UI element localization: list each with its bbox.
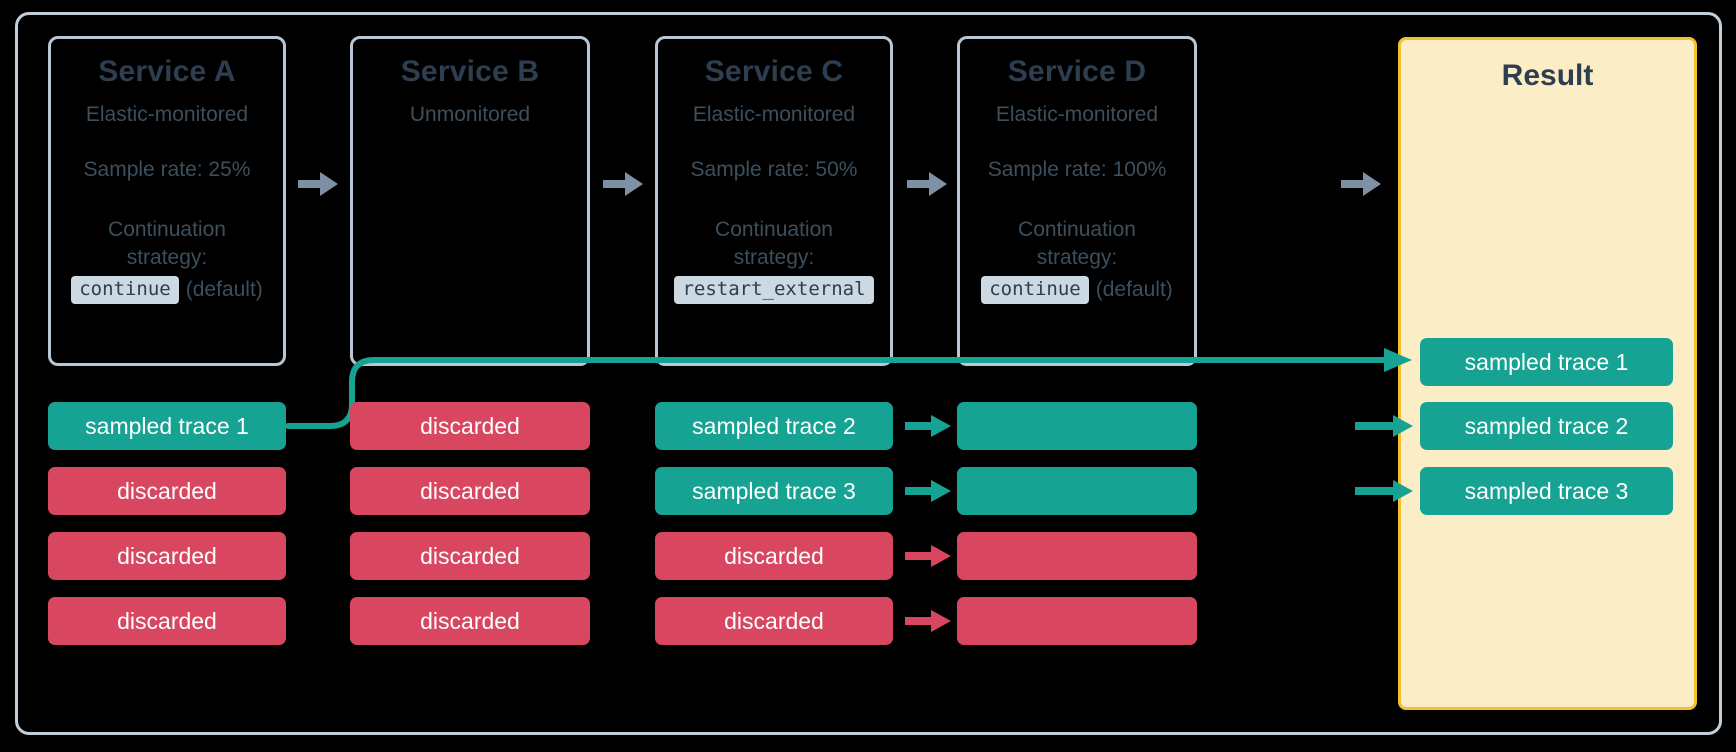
- trace-pill-b-3: discarded: [350, 532, 590, 580]
- trace-pill-c-1: sampled trace 2: [655, 402, 893, 450]
- service-d-strategy-label: Continuation strategy:: [1018, 218, 1136, 270]
- service-c-title: Service C: [704, 55, 844, 88]
- service-c-sample-rate: Sample rate: 50%: [690, 158, 858, 182]
- trace-pill-a-2: discarded: [48, 467, 286, 515]
- service-d-monitoring: Elastic-monitored: [995, 103, 1159, 126]
- result-trace-pill-2: sampled trace 2: [1420, 402, 1673, 450]
- service-d-strategy-value: continue: [981, 275, 1089, 304]
- trace-pill-b-2: discarded: [350, 467, 590, 515]
- service-c-strategy-line: restart_external: [674, 275, 874, 304]
- service-a-strategy-line: continue (default): [71, 275, 263, 304]
- service-box-d: Service D Elastic-monitored Sample rate:…: [957, 36, 1197, 366]
- service-box-a: Service A Elastic-monitored Sample rate:…: [48, 36, 286, 366]
- trace-pill-d-4: [957, 597, 1197, 645]
- flow-arrow-a-to-b: [298, 172, 338, 196]
- trace-pill-c-4: discarded: [655, 597, 893, 645]
- flow-arrow-c-to-d: [907, 172, 947, 196]
- trace-pill-a-4: discarded: [48, 597, 286, 645]
- trace-arrow-c-to-d-1: [905, 415, 951, 437]
- service-c-strategy-value: restart_external: [674, 275, 874, 304]
- service-c-monitoring: Elastic-monitored: [692, 103, 856, 126]
- trace-pill-d-1: [957, 402, 1197, 450]
- trace-pill-b-1: discarded: [350, 402, 590, 450]
- trace-arrow-d-to-result-2: [1355, 480, 1413, 502]
- service-a-strategy-note: (default): [185, 277, 263, 301]
- service-a-strategy-value: continue: [71, 275, 179, 304]
- trace-pill-c-2: sampled trace 3: [655, 467, 893, 515]
- service-a-sample-rate: Sample rate: 25%: [83, 158, 251, 182]
- trace-pill-a-1: sampled trace 1: [48, 402, 286, 450]
- service-box-c: Service C Elastic-monitored Sample rate:…: [655, 36, 893, 366]
- service-d-strategy-note: (default): [1095, 277, 1173, 301]
- trace-pill-c-3: discarded: [655, 532, 893, 580]
- trace-pill-b-4: discarded: [350, 597, 590, 645]
- trace-arrow-c-to-d-3: [905, 545, 951, 567]
- trace-arrow-c-to-d-4: [905, 610, 951, 632]
- service-c-strategy-label: Continuation strategy:: [715, 218, 833, 270]
- trace-arrow-c-to-d-2: [905, 480, 951, 502]
- trace-pill-d-3: [957, 532, 1197, 580]
- service-a-strategy-label: Continuation strategy:: [108, 218, 226, 270]
- trace-arrow-d-to-result-1: [1355, 415, 1413, 437]
- result-trace-pill-1: sampled trace 1: [1420, 338, 1673, 386]
- service-b-monitoring: Unmonitored: [409, 103, 531, 126]
- result-panel-title: Result: [1501, 59, 1594, 92]
- flow-arrow-b-to-c: [603, 172, 643, 196]
- service-d-sample-rate: Sample rate: 100%: [987, 158, 1167, 182]
- trace-pill-a-3: discarded: [48, 532, 286, 580]
- service-d-title: Service D: [1007, 55, 1147, 88]
- result-trace-pill-3: sampled trace 3: [1420, 467, 1673, 515]
- service-box-b: Service B Unmonitored: [350, 36, 590, 366]
- flow-arrow-d-to-result: [1341, 172, 1381, 196]
- trace-pill-d-2: [957, 467, 1197, 515]
- diagram-frame: [15, 12, 1722, 735]
- service-a-title: Service A: [98, 55, 236, 88]
- service-a-monitoring: Elastic-monitored: [85, 103, 249, 126]
- service-d-strategy-line: continue (default): [981, 275, 1173, 304]
- service-b-title: Service B: [400, 55, 540, 88]
